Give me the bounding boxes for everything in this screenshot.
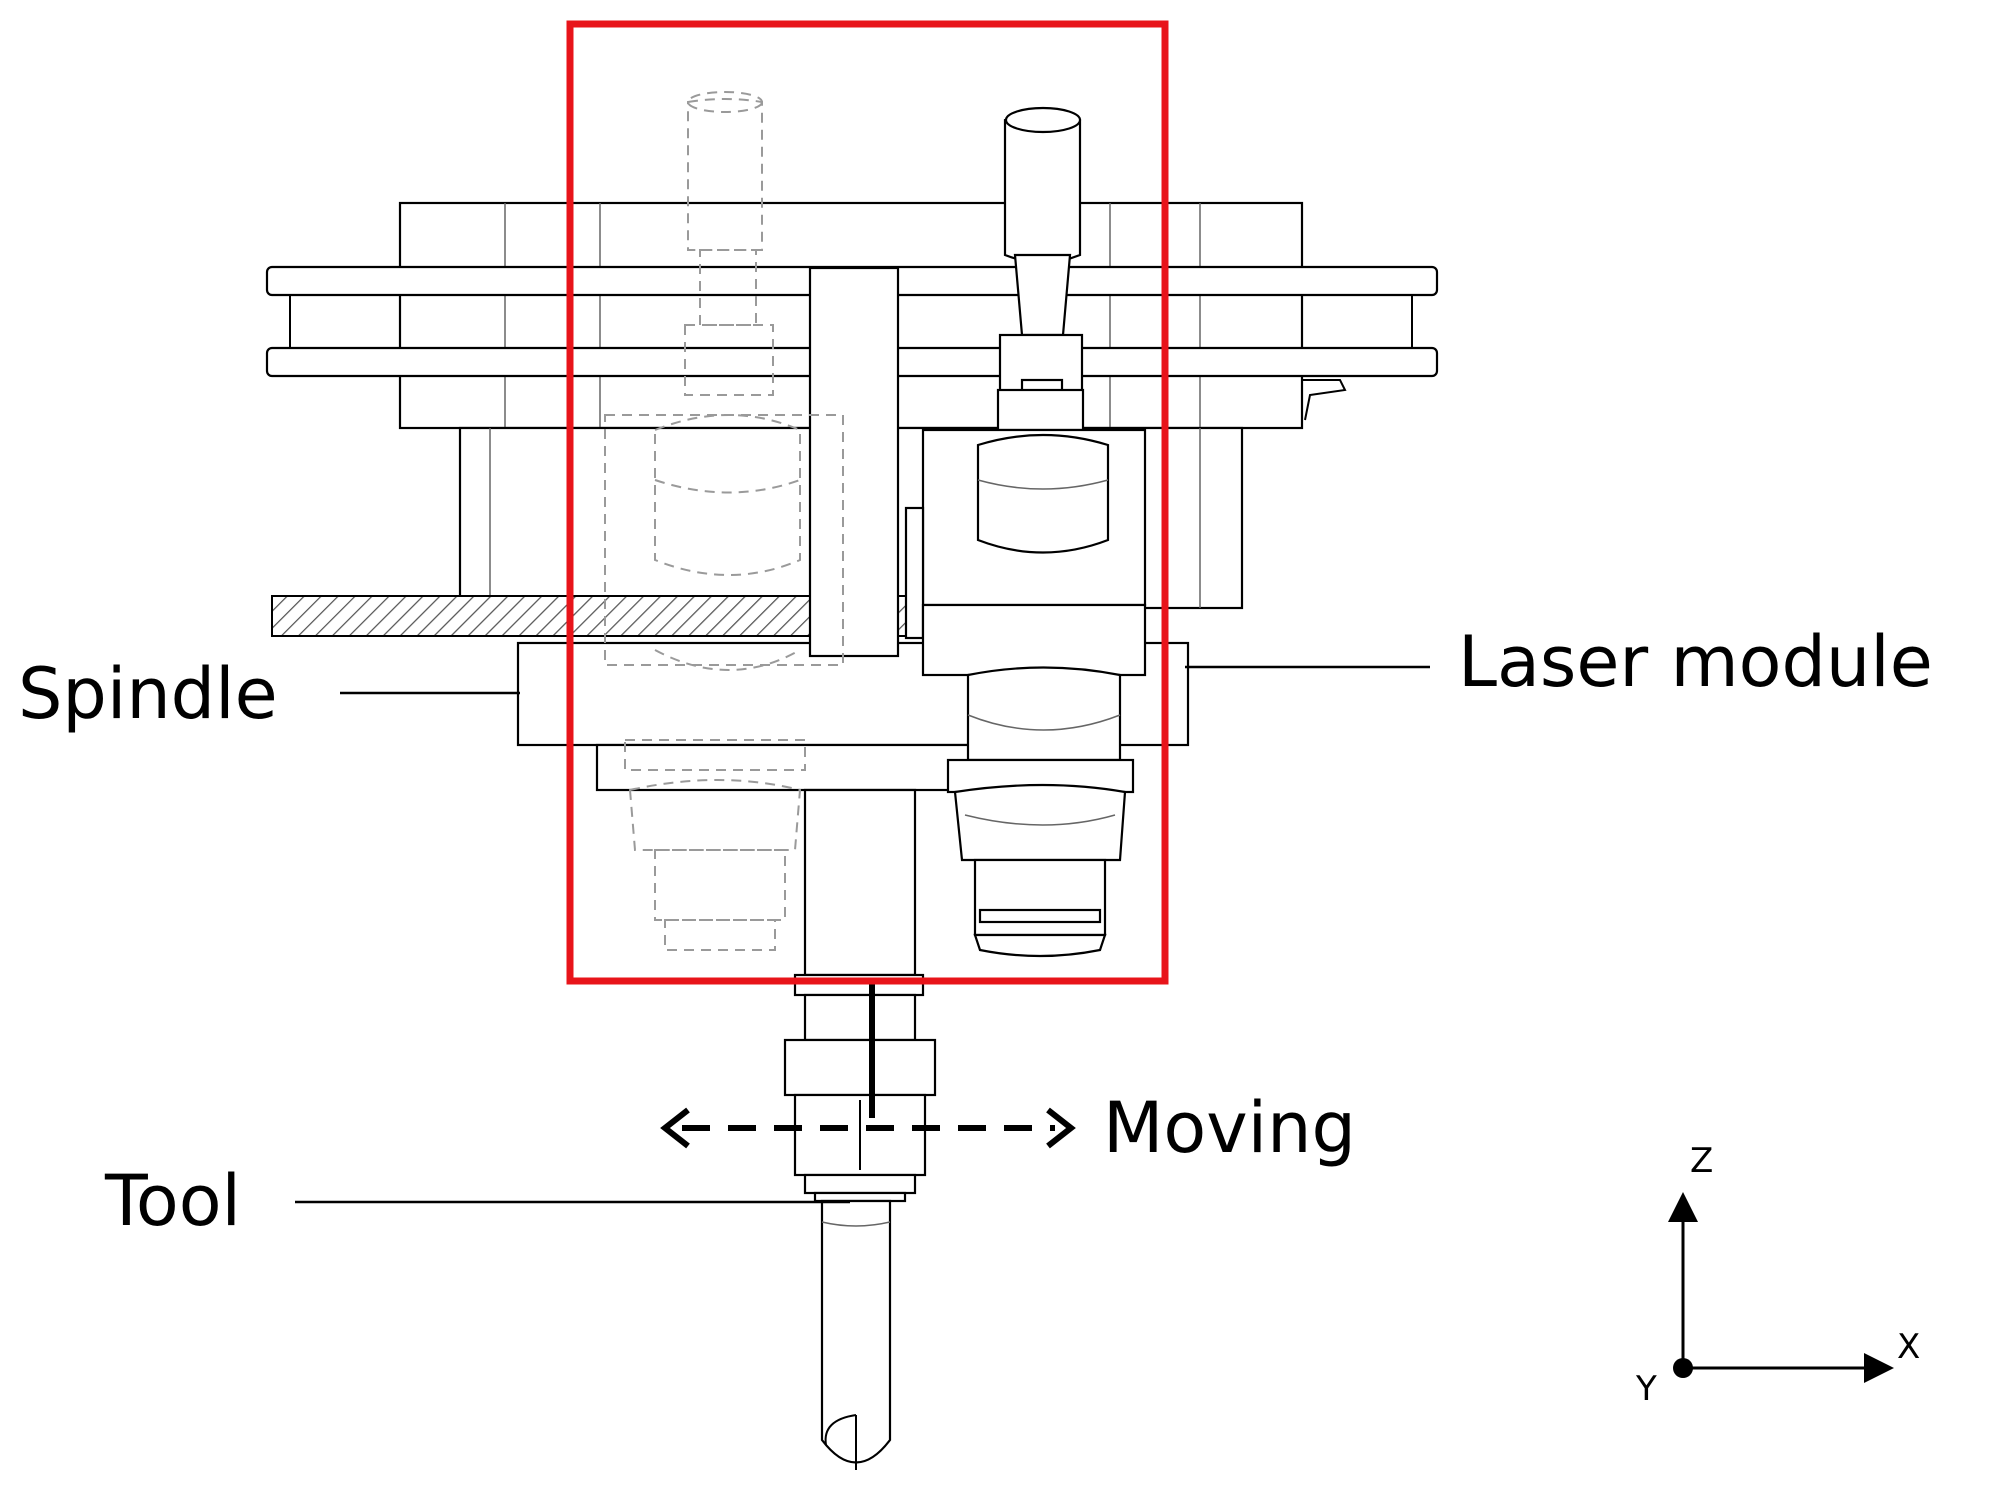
spindle-hidden-outline <box>604 91 844 951</box>
z-axis-label: Z <box>1690 1141 1713 1181</box>
laser-module-drawing <box>904 106 1147 958</box>
x-axis-label: X <box>1897 1327 1920 1367</box>
tool-assembly <box>783 788 937 1470</box>
laser-module-label: Laser module <box>1458 621 1933 703</box>
moving-arrow <box>660 1107 1076 1149</box>
center-column <box>808 266 900 658</box>
spindle-label: Spindle <box>18 653 278 735</box>
highlight-box <box>566 20 1169 985</box>
y-axis-dot <box>1673 1358 1693 1378</box>
moving-label: Moving <box>1103 1087 1356 1169</box>
coordinate-axes: Z X Y <box>1635 1141 1920 1409</box>
y-axis-label: Y <box>1635 1369 1657 1409</box>
tool-label: Tool <box>104 1160 241 1242</box>
